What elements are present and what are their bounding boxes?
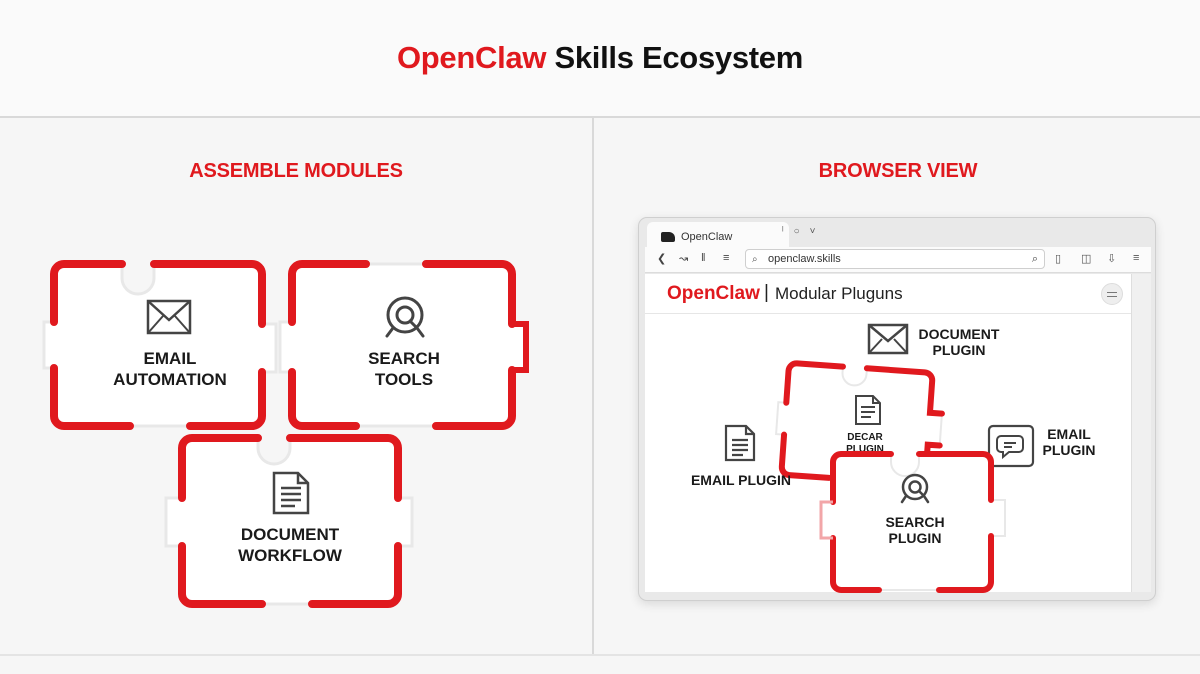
window-controls[interactable]: ˡ○˅	[782, 226, 825, 237]
minimize-icon[interactable]: ˡ	[782, 226, 794, 237]
email-automation-piece[interactable]	[40, 260, 280, 430]
envelope-icon	[146, 299, 192, 335]
document-plugin-label: DOCUMENT PLUGIN	[918, 326, 1000, 358]
search-tools-label: SEARCH TOOLS	[368, 349, 440, 389]
document-icon	[855, 395, 881, 425]
title-brand: OpenClaw	[396, 40, 547, 75]
section-divider	[592, 118, 594, 656]
back-icon[interactable]: ❮	[657, 253, 667, 265]
address-text: openclaw.skills	[768, 253, 841, 265]
search-icon	[900, 473, 930, 504]
downloads-icon[interactable]: ⇩	[1107, 253, 1117, 265]
email-plugin-left-label: EMAIL PLUGIN	[690, 472, 792, 488]
address-bar[interactable]: ⌕ openclaw.skills ⌕	[745, 249, 1045, 269]
restore-icon[interactable]: ○	[793, 226, 810, 237]
email-plugin-right-label: EMAIL PLUGIN	[1042, 426, 1096, 458]
page-header: OpenClaw | Modular Pluguns	[645, 274, 1131, 314]
search-icon	[385, 296, 425, 338]
decar-plugin-label: DECAR PLUGIN	[846, 432, 884, 455]
browser-view-heading: BROWSER VIEW	[818, 160, 978, 182]
extensions-icon[interactable]: ◫	[1081, 253, 1092, 265]
document-icon	[724, 424, 756, 462]
reader-icon[interactable]: ▯	[1055, 253, 1062, 265]
page-separator: |	[764, 282, 769, 303]
document-icon	[272, 471, 310, 515]
document-workflow-label: DOCUMENT WORKFLOW	[238, 525, 342, 565]
page-subtitle: Modular Pluguns	[775, 284, 903, 303]
browser-toolbar: ❮ ↝ ‖ ≡ ⌕ openclaw.skills ⌕ ▯ ◫ ⇩ ≡	[645, 247, 1151, 273]
page-brand: OpenClaw	[667, 283, 760, 304]
address-search-icon: ⌕	[752, 254, 758, 265]
more-icon[interactable]: ≡	[1133, 252, 1140, 264]
footer-divider	[0, 654, 1200, 656]
page-menu-button[interactable]	[1101, 283, 1123, 305]
search-tools-piece[interactable]	[276, 260, 529, 430]
browser-window: OpenClaw ˡ○˅ ❮ ↝ ‖ ≡ ⌕ openclaw.skills ⌕…	[638, 217, 1156, 601]
email-automation-label: EMAIL AUTOMATION	[113, 349, 227, 389]
scrollbar[interactable]	[1131, 274, 1151, 592]
forward-icon[interactable]: ↝	[679, 253, 689, 265]
browser-viewport: OpenClaw | Modular Pluguns DOCUMENT PLUG…	[645, 274, 1131, 594]
search-plugin-piece[interactable]	[819, 448, 1009, 594]
envelope-icon	[867, 323, 909, 355]
tab-title: OpenClaw	[681, 231, 733, 243]
menu-icon[interactable]: ≡	[723, 252, 730, 264]
title-rest: Skills Ecosystem	[546, 40, 803, 75]
address-go-icon[interactable]: ⌕	[1031, 253, 1038, 265]
page-title: OpenClaw Skills Ecosystem	[397, 40, 803, 76]
chat-icon	[987, 424, 1035, 468]
chevron-down-icon[interactable]: ˅	[809, 226, 826, 237]
header: OpenClaw Skills Ecosystem	[0, 0, 1200, 118]
search-plugin-label: SEARCH PLUGIN	[885, 514, 945, 546]
openclaw-logo-icon	[661, 232, 675, 242]
reload-icon[interactable]: ‖	[701, 252, 706, 264]
document-workflow-piece[interactable]	[162, 424, 416, 610]
assemble-modules-heading: ASSEMBLE MODULES	[189, 160, 403, 182]
